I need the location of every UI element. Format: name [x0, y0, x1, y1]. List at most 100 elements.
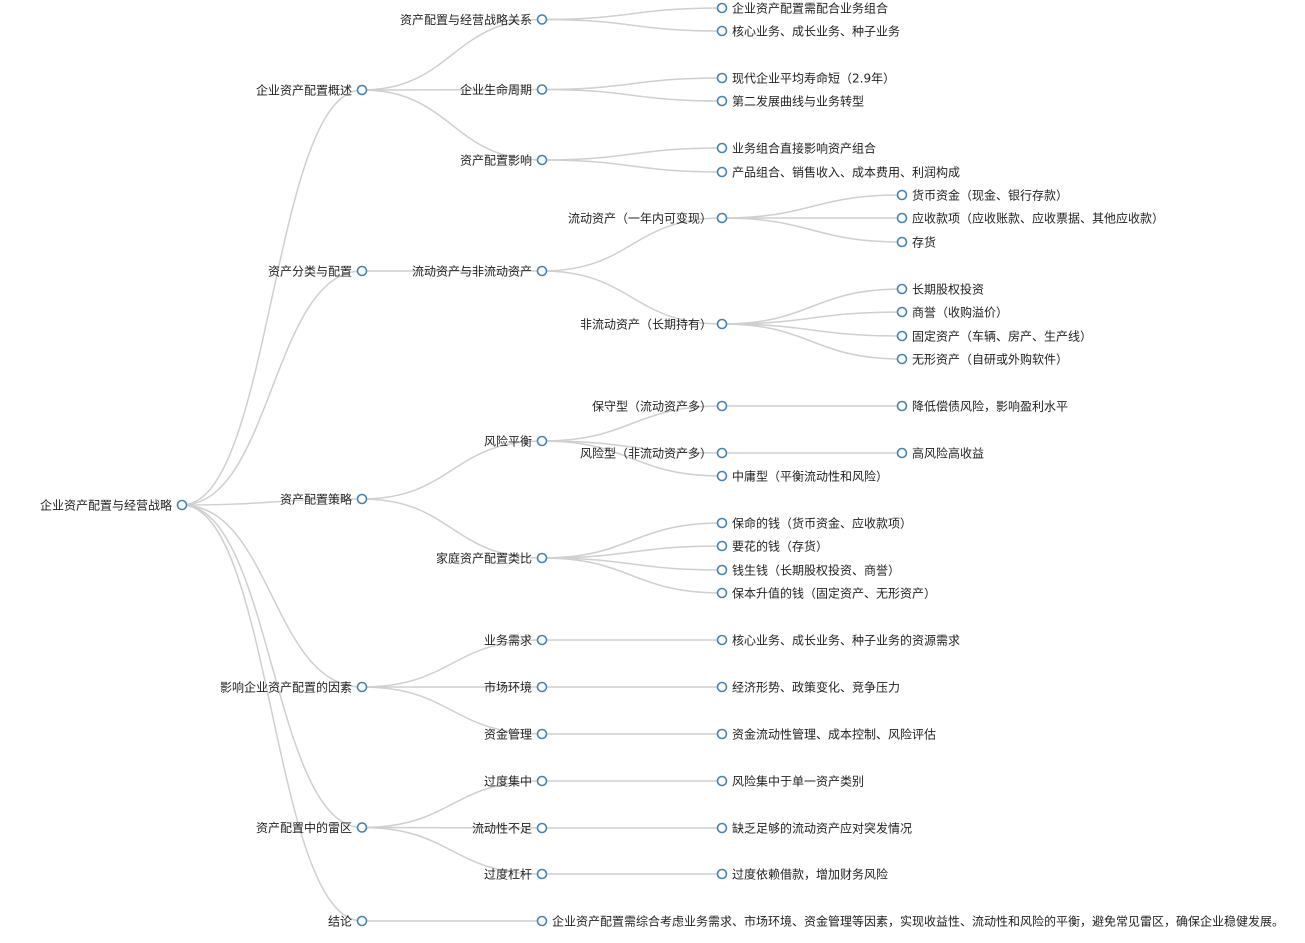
tree-node[interactable]: 资金管理 — [484, 727, 548, 742]
node-toggle-circle[interactable] — [536, 728, 548, 740]
tree-node[interactable]: 企业资产配置与经营战略 — [40, 498, 188, 513]
tree-node[interactable]: 企业资产配置概述 — [256, 83, 368, 98]
node-toggle-circle[interactable] — [716, 822, 728, 834]
tree-node[interactable]: 市场环境 — [484, 680, 548, 695]
node-toggle-circle[interactable] — [716, 400, 728, 412]
node-toggle-circle[interactable] — [536, 84, 548, 95]
node-toggle-circle[interactable] — [536, 435, 548, 447]
node-toggle-circle[interactable] — [896, 306, 908, 318]
node-toggle-circle[interactable] — [716, 212, 728, 224]
node-toggle-circle[interactable] — [896, 283, 908, 295]
node-toggle-circle[interactable] — [536, 634, 548, 646]
node-toggle-circle[interactable] — [716, 681, 728, 693]
tree-node[interactable]: 货币资金（现金、银行存款） — [896, 188, 1069, 203]
tree-node[interactable]: 资产配置中的雷区 — [256, 820, 368, 835]
tree-node[interactable]: 保守型（流动资产多） — [592, 400, 728, 414]
tree-node[interactable]: 企业资产配置需综合考虑业务需求、市场环境、资金管理等因素，实现收益性、流动性和风… — [536, 914, 1285, 929]
node-toggle-circle[interactable] — [716, 95, 728, 107]
tree-node[interactable]: 过度集中 — [484, 774, 548, 789]
tree-node[interactable]: 缺乏足够的流动资产应对突发情况 — [716, 821, 913, 836]
tree-node[interactable]: 保本升值的钱（固定资产、无形资产） — [716, 586, 937, 601]
tree-node[interactable]: 流动性不足 — [472, 822, 548, 836]
node-toggle-circle[interactable] — [896, 236, 908, 248]
tree-node[interactable]: 产品组合、销售收入、成本费用、利润构成 — [716, 165, 961, 180]
node-toggle-circle[interactable] — [716, 470, 728, 482]
node-toggle-circle[interactable] — [896, 400, 908, 412]
node-toggle-circle[interactable] — [716, 2, 728, 14]
node-toggle-circle[interactable] — [716, 142, 728, 154]
node-toggle-circle[interactable] — [716, 868, 728, 880]
node-toggle-circle[interactable] — [896, 330, 908, 342]
node-toggle-circle[interactable] — [716, 540, 728, 552]
node-toggle-circle[interactable] — [716, 728, 728, 740]
node-toggle-circle[interactable] — [716, 634, 728, 646]
node-toggle-circle[interactable] — [536, 775, 548, 787]
node-toggle-circle[interactable] — [356, 265, 368, 277]
tree-node[interactable]: 长期股权投资 — [896, 282, 985, 297]
tree-node[interactable]: 高风险高收益 — [896, 446, 985, 461]
node-toggle-circle[interactable] — [176, 499, 188, 511]
tree-node[interactable]: 第二发展曲线与业务转型 — [716, 94, 865, 109]
node-toggle-circle[interactable] — [896, 353, 908, 365]
tree-node[interactable]: 经济形势、政策变化、竞争压力 — [716, 680, 901, 695]
node-toggle-circle[interactable] — [356, 681, 368, 693]
tree-node[interactable]: 核心业务、成长业务、种子业务的资源需求 — [716, 633, 961, 648]
node-toggle-circle[interactable] — [716, 318, 728, 330]
tree-node[interactable]: 保命的钱（货币资金、应收款项） — [716, 516, 913, 531]
tree-node[interactable]: 资产配置影响 — [460, 153, 548, 168]
tree-node[interactable]: 流动资产与非流动资产 — [412, 265, 548, 279]
tree-node[interactable]: 结论 — [328, 915, 368, 929]
tree-node[interactable]: 过度杠杆 — [484, 867, 548, 882]
node-toggle-circle[interactable] — [536, 868, 548, 880]
tree-node[interactable]: 资产配置策略 — [280, 492, 368, 507]
node-toggle-circle[interactable] — [536, 154, 548, 166]
node-toggle-circle[interactable] — [716, 166, 728, 178]
node-toggle-circle[interactable] — [356, 915, 368, 927]
tree-node[interactable]: 固定资产（车辆、房产、生产线） — [896, 329, 1093, 344]
node-toggle-circle[interactable] — [716, 517, 728, 529]
node-toggle-circle[interactable] — [896, 189, 908, 201]
tree-node[interactable]: 核心业务、成长业务、种子业务 — [716, 24, 901, 39]
tree-node[interactable]: 企业生命周期 — [460, 82, 548, 97]
node-toggle-circle[interactable] — [536, 822, 548, 834]
node-toggle-circle[interactable] — [716, 25, 728, 37]
node-toggle-circle[interactable] — [356, 822, 368, 833]
tree-node[interactable]: 降低偿债风险，影响盈利水平 — [896, 399, 1069, 414]
node-toggle-circle[interactable] — [716, 72, 728, 84]
node-toggle-circle[interactable] — [536, 915, 548, 927]
node-toggle-circle[interactable] — [536, 681, 548, 693]
tree-node[interactable]: 无形资产（自研或外购软件） — [896, 352, 1069, 367]
node-toggle-circle[interactable] — [716, 564, 728, 576]
tree-node[interactable]: 资产分类与配置 — [268, 265, 368, 279]
node-toggle-circle[interactable] — [356, 493, 368, 505]
tree-node[interactable]: 影响企业资产配置的因素 — [220, 680, 368, 695]
node-toggle-circle[interactable] — [716, 447, 728, 459]
tree-node[interactable]: 业务需求 — [484, 633, 548, 648]
node-toggle-circle[interactable] — [536, 14, 548, 25]
tree-node[interactable]: 资金流动性管理、成本控制、风险评估 — [716, 727, 937, 742]
tree-node[interactable]: 存货 — [896, 235, 937, 250]
tree-node[interactable]: 风险集中于单一资产类别 — [716, 774, 865, 789]
tree-node[interactable]: 家庭资产配置类比 — [436, 551, 548, 566]
node-toggle-circle[interactable] — [536, 552, 548, 564]
node-toggle-circle[interactable] — [356, 84, 368, 96]
tree-node[interactable]: 过度依赖借款，增加财务风险 — [716, 867, 889, 882]
tree-node[interactable]: 中庸型（平衡流动性和风险） — [716, 469, 889, 484]
node-toggle-circle[interactable] — [716, 775, 728, 787]
tree-node[interactable]: 非流动资产（长期持有） — [580, 317, 728, 332]
tree-node[interactable]: 流动资产（一年内可变现） — [568, 211, 728, 226]
node-toggle-circle[interactable] — [536, 265, 548, 277]
tree-node[interactable]: 资产配置与经营战略关系 — [400, 12, 548, 27]
tree-node[interactable]: 现代企业平均寿命短（2.9年） — [716, 71, 896, 86]
tree-node[interactable]: 应收款项（应收账款、应收票据、其他应收款） — [896, 211, 1165, 226]
tree-node[interactable]: 钱生钱（长期股权投资、商誉） — [716, 563, 901, 578]
node-toggle-circle[interactable] — [716, 587, 728, 599]
tree-node[interactable]: 商誉（收购溢价） — [896, 305, 1009, 320]
node-toggle-circle[interactable] — [896, 212, 908, 224]
node-toggle-circle[interactable] — [896, 447, 908, 459]
tree-node[interactable]: 风险平衡 — [484, 434, 548, 449]
tree-node[interactable]: 风险型（非流动资产多） — [580, 446, 728, 461]
tree-node[interactable]: 企业资产配置需配合业务组合 — [716, 1, 889, 16]
tree-node[interactable]: 业务组合直接影响资产组合 — [716, 141, 877, 156]
tree-node[interactable]: 要花的钱（存货） — [716, 539, 829, 554]
